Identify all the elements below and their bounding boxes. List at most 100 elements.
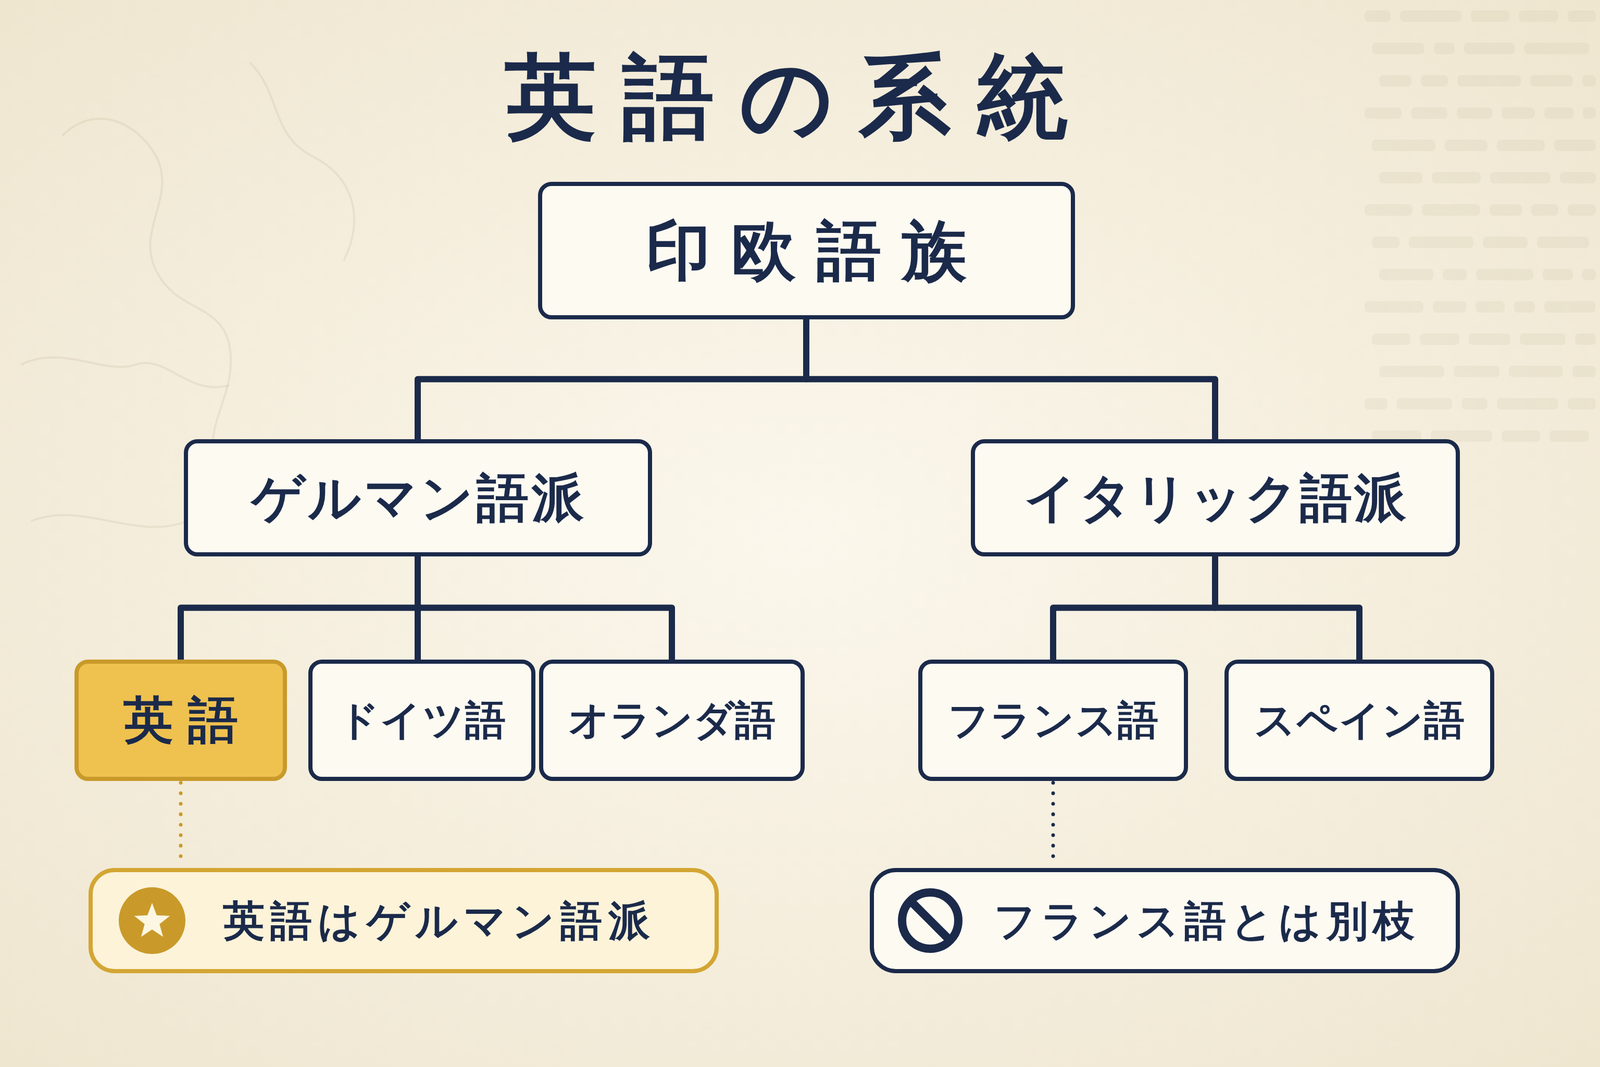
tree-connector xyxy=(1053,556,1216,660)
texture-stroke xyxy=(1442,268,1467,281)
texture-stroke xyxy=(1432,301,1467,313)
texture-stroke xyxy=(1496,397,1559,410)
texture-stroke xyxy=(1461,397,1488,410)
texture-stroke xyxy=(1379,365,1445,378)
language-box: スペイン語 xyxy=(1224,659,1495,781)
texture-stroke xyxy=(1501,430,1541,442)
faint-manuscript xyxy=(1364,10,1596,442)
node-label: 印欧語族 xyxy=(645,213,987,289)
texture-stroke xyxy=(1482,236,1528,248)
texture-stroke xyxy=(1456,107,1493,119)
texture-stroke xyxy=(1572,365,1596,378)
star-icon xyxy=(115,883,189,957)
texture-stroke xyxy=(1453,365,1500,378)
branch-box: イタリック語派 xyxy=(970,439,1460,557)
texture-stroke xyxy=(1420,75,1448,87)
texture-stroke xyxy=(1364,204,1413,216)
language-box: フランス語 xyxy=(918,659,1189,781)
tree-connector xyxy=(806,319,1216,440)
texture-stroke xyxy=(1396,397,1453,410)
texture-stroke xyxy=(1433,42,1455,55)
texture-stroke xyxy=(1475,301,1505,313)
texture-stroke xyxy=(1490,171,1551,184)
texture-stroke xyxy=(1524,42,1590,55)
texture-stroke xyxy=(1508,365,1564,378)
node-label: イタリック語派 xyxy=(1023,467,1409,528)
texture-stroke xyxy=(1379,75,1412,87)
texture-stroke xyxy=(1379,268,1434,281)
node-label: フランス語 xyxy=(947,696,1160,744)
note-callout: 英語はゲルマン語派 xyxy=(88,867,719,973)
texture-stroke xyxy=(1457,75,1521,87)
texture-stroke xyxy=(1489,204,1522,216)
texture-stroke xyxy=(1371,139,1436,152)
dotted-leader xyxy=(1051,782,1056,867)
texture-stroke xyxy=(1364,301,1424,313)
note-callout: フランス語とは別枝 xyxy=(869,867,1460,973)
texture-stroke xyxy=(1567,204,1596,216)
texture-stroke xyxy=(1519,333,1566,345)
texture-stroke xyxy=(1410,107,1448,119)
texture-stroke xyxy=(1421,204,1481,216)
texture-stroke xyxy=(1518,10,1559,22)
texture-stroke xyxy=(1536,236,1590,248)
texture-stroke xyxy=(1470,10,1510,22)
dotted-leader xyxy=(179,782,183,867)
texture-stroke xyxy=(1582,107,1596,119)
texture-stroke xyxy=(1567,397,1596,410)
texture-stroke xyxy=(1582,268,1596,281)
node-label: 英語はゲルマン語派 xyxy=(222,896,656,945)
tree-connector xyxy=(417,319,807,440)
language-box: オランダ語 xyxy=(539,659,805,781)
texture-stroke xyxy=(1514,301,1535,313)
ban-bar xyxy=(910,900,950,941)
texture-stroke xyxy=(1530,75,1573,87)
texture-stroke xyxy=(1542,268,1573,281)
language-box-highlight: 英語 xyxy=(74,659,287,781)
texture-stroke xyxy=(1364,397,1388,410)
texture-stroke xyxy=(1476,268,1534,281)
tree-connector xyxy=(180,556,418,660)
texture-stroke xyxy=(1575,333,1596,345)
family-box: 印欧語族 xyxy=(538,181,1075,320)
node-label: フランス語とは別枝 xyxy=(993,896,1420,945)
node-label: ドイツ語 xyxy=(338,696,507,744)
star-badge xyxy=(118,886,186,954)
texture-stroke xyxy=(1419,333,1460,345)
node-label: スペイン語 xyxy=(1254,696,1466,744)
tree-connector xyxy=(1215,556,1360,660)
texture-stroke xyxy=(1444,139,1488,152)
texture-stroke xyxy=(1567,10,1596,22)
texture-stroke xyxy=(1364,10,1391,22)
texture-stroke xyxy=(1364,107,1402,119)
node-label: 英語 xyxy=(123,691,254,749)
texture-stroke xyxy=(1400,10,1462,22)
texture-stroke xyxy=(1544,107,1574,119)
tree-connector xyxy=(417,556,672,660)
node-label: オランダ語 xyxy=(568,696,776,744)
texture-stroke xyxy=(1431,171,1481,184)
texture-stroke xyxy=(1408,236,1474,248)
texture-stroke xyxy=(1531,204,1559,216)
texture-stroke xyxy=(1468,333,1511,345)
texture-stroke xyxy=(1371,333,1411,345)
star-shape xyxy=(134,902,170,937)
texture-stroke xyxy=(1496,139,1545,152)
texture-stroke xyxy=(1371,42,1425,55)
texture-stroke xyxy=(1379,171,1423,184)
texture-stroke xyxy=(1464,42,1516,55)
texture-stroke xyxy=(1559,171,1596,184)
texture-stroke xyxy=(1371,236,1400,248)
language-box: ドイツ語 xyxy=(308,659,536,781)
texture-stroke xyxy=(1501,107,1535,119)
branch-box: ゲルマン語派 xyxy=(183,439,653,557)
prohibition-icon xyxy=(893,883,967,957)
texture-stroke xyxy=(1554,139,1596,152)
texture-stroke xyxy=(1582,75,1596,87)
texture-stroke xyxy=(1549,430,1590,442)
diagram-title: 英語の系統 xyxy=(504,46,1094,148)
texture-stroke xyxy=(1544,301,1596,313)
ban-ring xyxy=(902,892,959,949)
